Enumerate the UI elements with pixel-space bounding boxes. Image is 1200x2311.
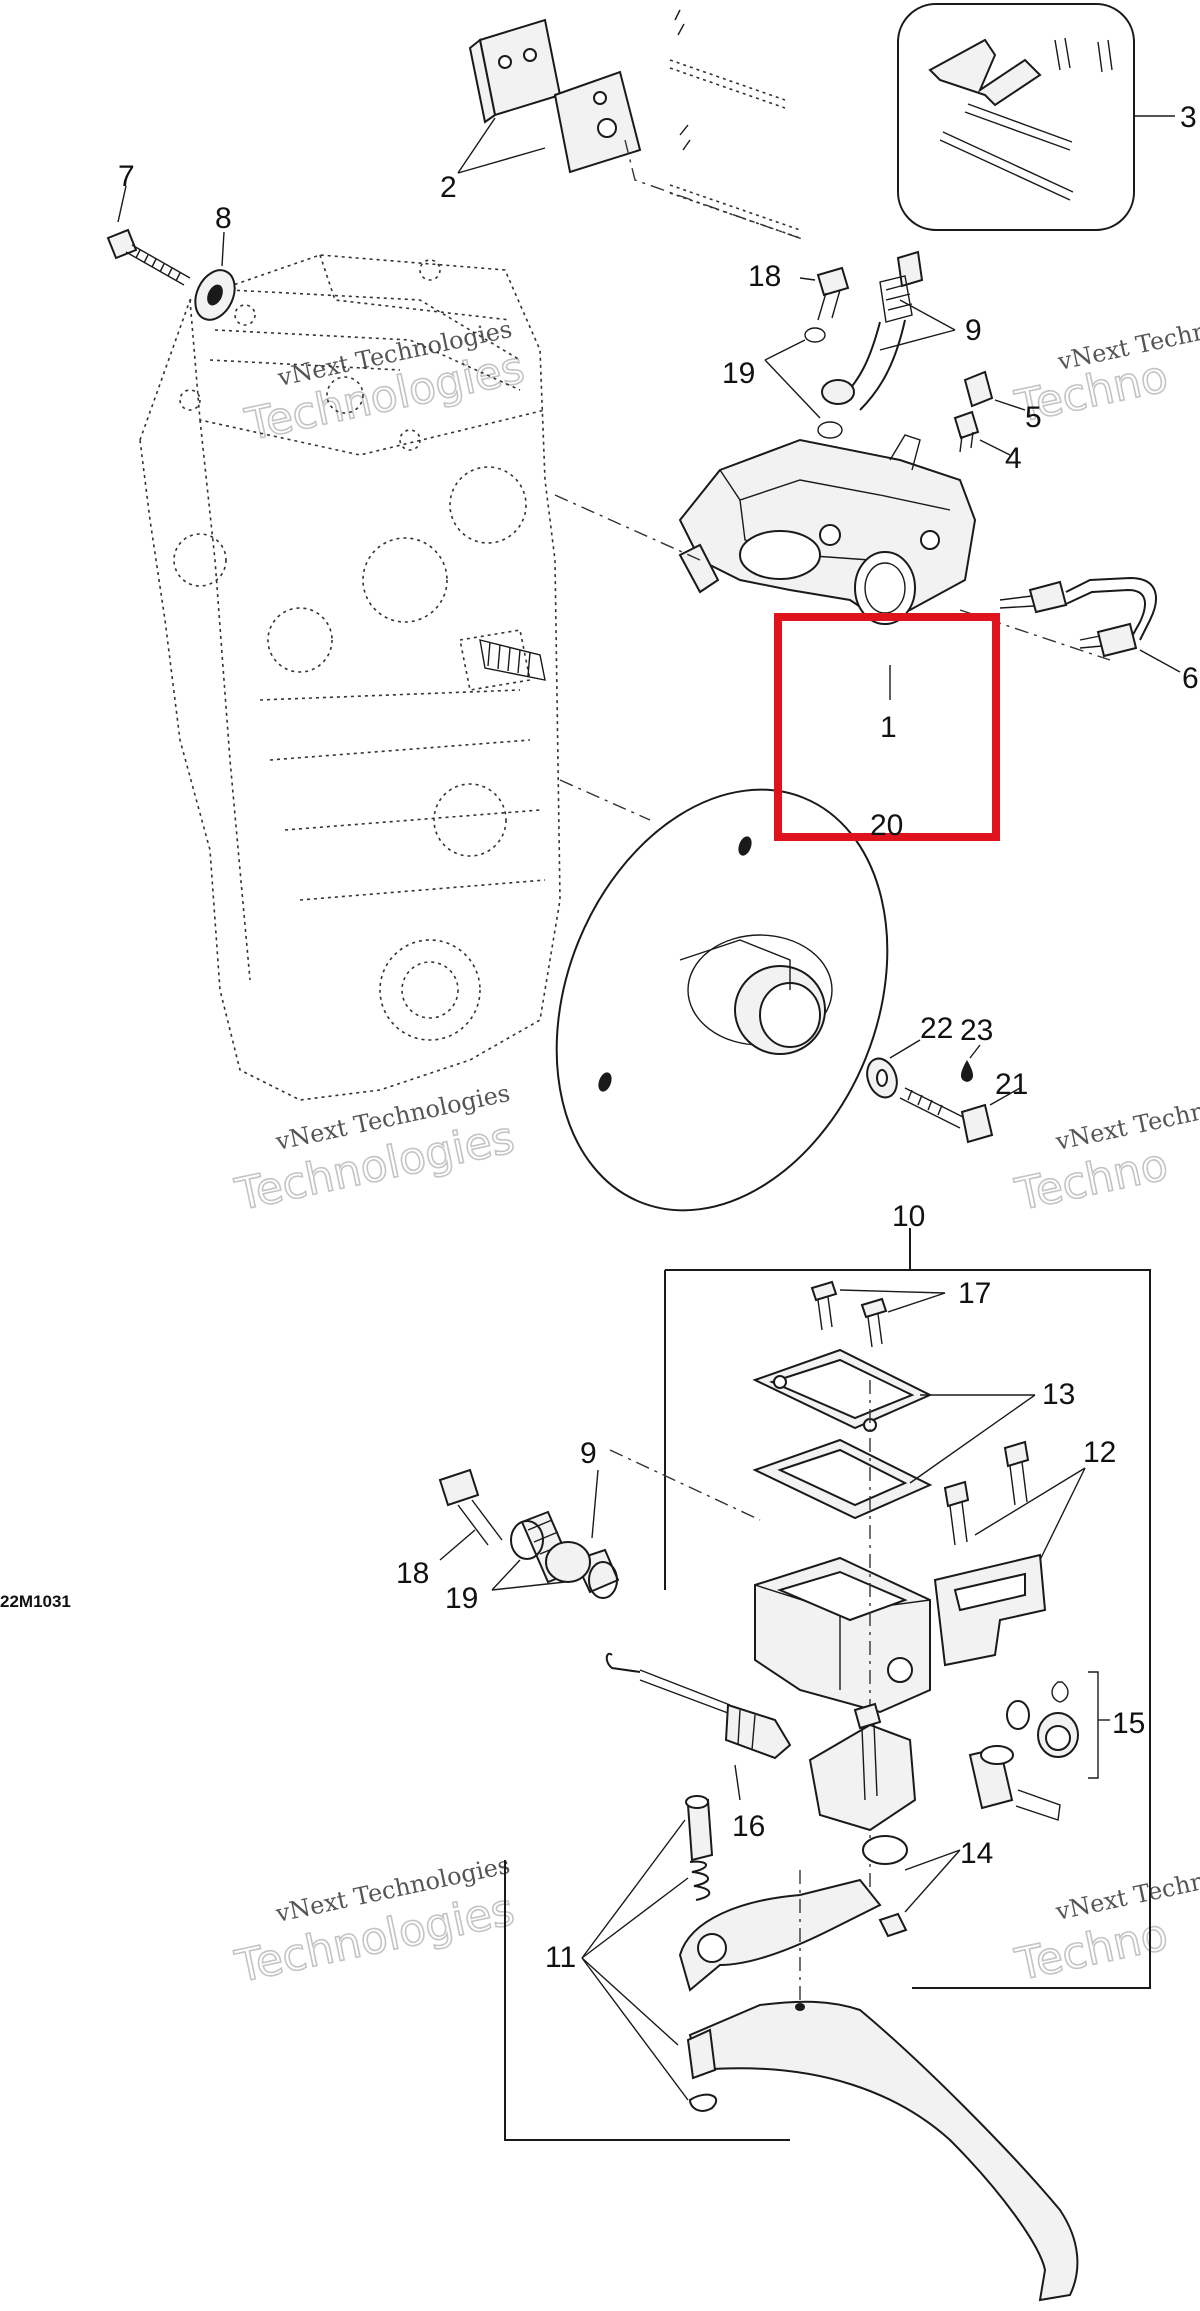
gearbox-housing	[139, 254, 561, 1101]
callout-3: 3	[1180, 101, 1197, 134]
callout-22: 22	[920, 1012, 953, 1045]
screws-17	[810, 1280, 946, 1348]
seals-19	[764, 327, 855, 439]
callout-10: 10	[892, 1200, 925, 1233]
callout-23: 23	[960, 1014, 993, 1047]
callout-6: 6	[1182, 662, 1199, 695]
cap-kit-15	[1006, 1671, 1110, 1779]
master-cylinder-group-10	[504, 1228, 1151, 2141]
callout-11: 11	[545, 1941, 576, 1974]
callout-17: 17	[958, 1277, 991, 1310]
callout-7: 7	[118, 160, 135, 193]
highlight-box	[774, 613, 1000, 841]
callout-19a: 19	[722, 357, 755, 390]
lever-pivot-14	[808, 1702, 961, 1938]
bleeder-cap-5	[963, 370, 1026, 411]
screw-7	[106, 185, 191, 286]
screw-21	[899, 1087, 1021, 1144]
callout-20: 20	[870, 809, 903, 842]
callout-12: 12	[1083, 1436, 1116, 1469]
callout-labels: 1 2 3 4 5 6 7 8 9 9 10 11 12 13 14 15 16…	[118, 101, 1199, 1974]
bleeder-screw-4	[953, 410, 1011, 456]
diagram-code: 22M1031	[0, 1592, 71, 1611]
callout-13: 13	[1042, 1378, 1075, 1411]
piston-16	[605, 1652, 792, 1801]
callout-18a: 18	[748, 260, 781, 293]
callout-9a: 9	[965, 314, 982, 347]
banjo-bolt-18-lower	[438, 1468, 503, 1561]
banjo-bolt-18	[799, 266, 850, 321]
brake-pads-2	[457, 18, 642, 174]
callout-19b: 19	[445, 1582, 478, 1615]
watermark-outline: Techno	[1011, 1139, 1173, 1221]
washer-22	[866, 1039, 921, 1099]
brake-tube-6	[999, 576, 1181, 673]
clamp-screws-12	[933, 1440, 1086, 1667]
callout-8: 8	[215, 202, 232, 235]
pad-pins	[624, 9, 806, 241]
thread-locker-23	[960, 1044, 981, 1082]
callout-9b: 9	[580, 1437, 597, 1470]
pin-kit-3	[897, 3, 1175, 231]
brake-disc-20	[555, 779, 889, 1212]
callout-4: 4	[1005, 442, 1022, 475]
lever-11	[581, 1795, 1079, 2302]
callout-14: 14	[960, 1837, 993, 1870]
callout-16: 16	[732, 1810, 765, 1843]
brake-hose-9	[839, 250, 956, 411]
callout-18b: 18	[396, 1557, 429, 1590]
seals-19-lower	[491, 1520, 618, 1599]
callout-15: 15	[1112, 1707, 1145, 1740]
watermark-outline: Techno	[1011, 1909, 1173, 1991]
brake-caliper-1	[554, 434, 1111, 661]
callout-1: 1	[880, 711, 897, 744]
callout-21: 21	[995, 1068, 1028, 1101]
callout-2: 2	[440, 171, 457, 204]
cover-gasket-13	[752, 1348, 1036, 1520]
callout-5: 5	[1025, 401, 1042, 434]
washer-8	[194, 231, 236, 321]
reservoir-body	[609, 1380, 931, 1890]
plunger	[968, 1745, 1061, 1821]
